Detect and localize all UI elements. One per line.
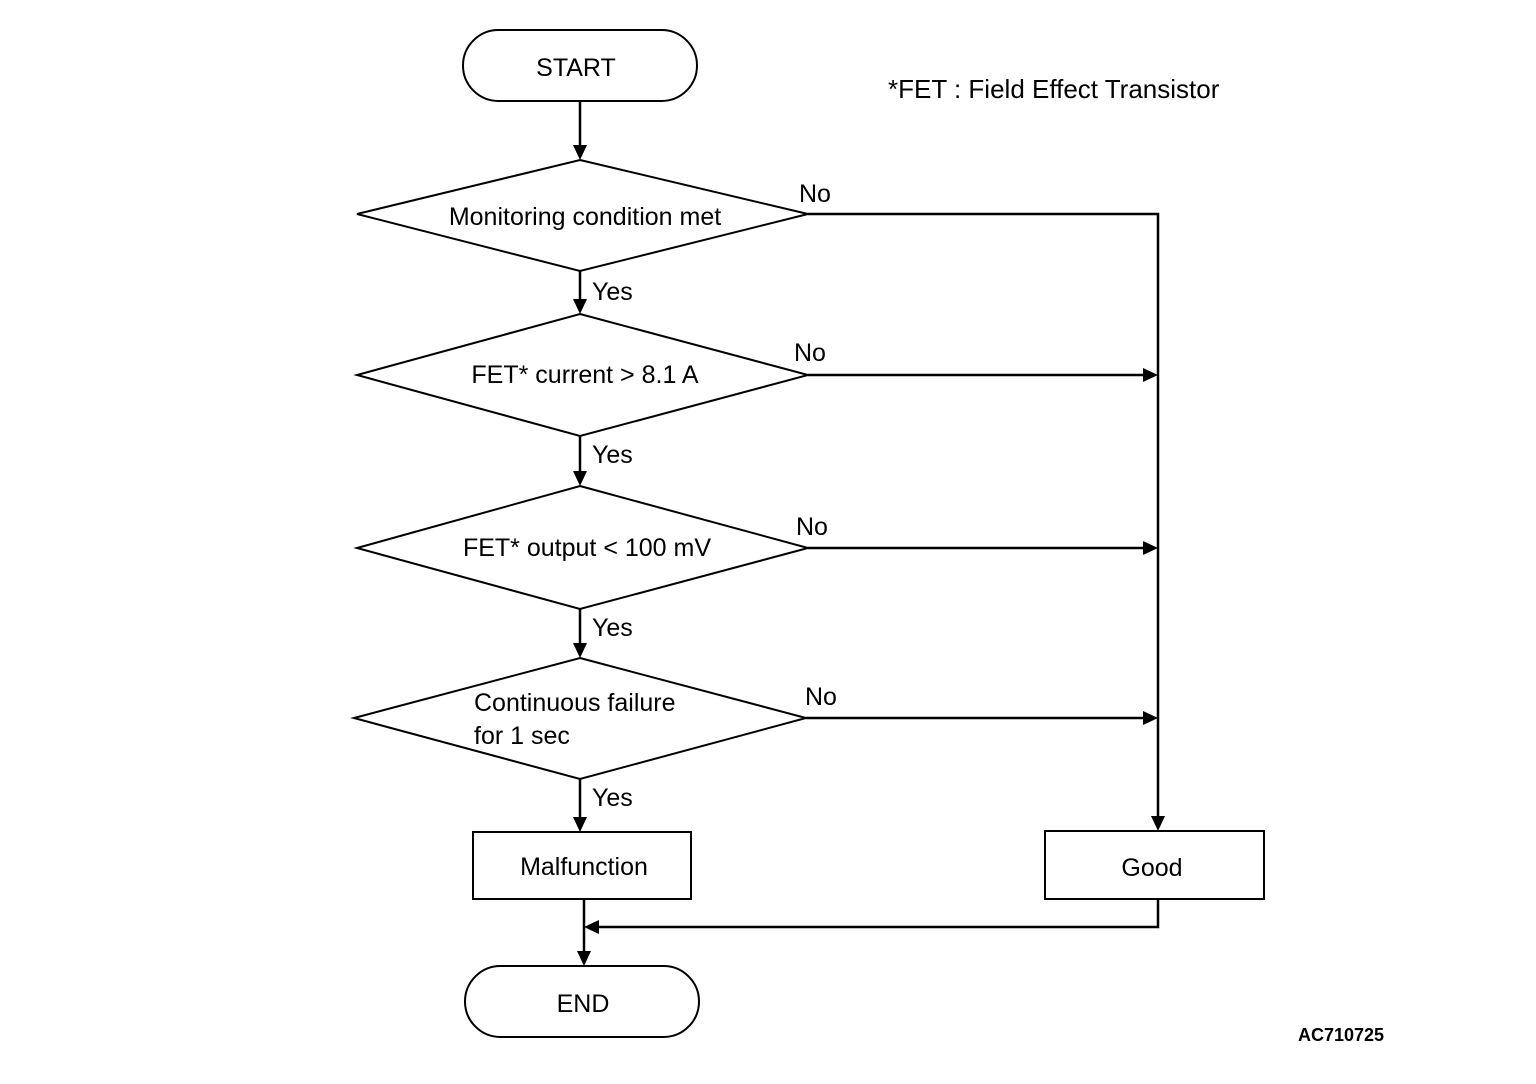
figure-code: AC710725 — [1298, 1025, 1384, 1045]
malfunction-box — [472, 831, 692, 900]
arrowhead — [1143, 368, 1158, 382]
decision-4-yes-label: Yes — [592, 784, 633, 812]
decision-continuous-failure — [350, 656, 810, 781]
decision-4-text-line-2: for 1 sec — [474, 722, 570, 750]
decision-3-text: FET* output < 100 mV — [463, 534, 711, 562]
decision-1-text: Monitoring condition met — [449, 203, 721, 231]
end-label: END — [557, 990, 610, 1018]
end-terminal — [464, 965, 700, 1038]
good-label: Good — [1121, 854, 1182, 882]
decision-4-text-line-1: Continuous failure — [474, 689, 676, 717]
connector-good-to-end — [599, 899, 1160, 929]
arrowhead — [577, 951, 591, 966]
arrowhead — [1143, 711, 1158, 725]
malfunction-label: Malfunction — [520, 853, 648, 881]
decision-2-yes-label: Yes — [592, 441, 633, 469]
decision-1-no-label: No — [799, 180, 831, 208]
decision-1-yes-label: Yes — [592, 278, 633, 306]
decision-3-no-label: No — [796, 513, 828, 541]
fet-footnote: *FET : Field Effect Transistor — [888, 74, 1220, 104]
arrowhead — [573, 471, 587, 486]
decision-2-text: FET* current > 8.1 A — [471, 361, 699, 389]
connector-decision-1-no — [808, 212, 1160, 816]
decision-3-yes-label: Yes — [592, 614, 633, 642]
arrowhead — [573, 817, 587, 832]
arrowhead — [1143, 541, 1158, 555]
arrowhead — [573, 299, 587, 314]
good-box — [1044, 830, 1265, 900]
arrowhead — [584, 920, 599, 934]
start-label: START — [536, 54, 616, 82]
arrowhead — [573, 145, 587, 160]
decision-4-no-label: No — [805, 683, 837, 711]
decision-2-no-label: No — [794, 339, 826, 367]
arrowhead — [1151, 816, 1165, 831]
arrowhead — [573, 643, 587, 658]
